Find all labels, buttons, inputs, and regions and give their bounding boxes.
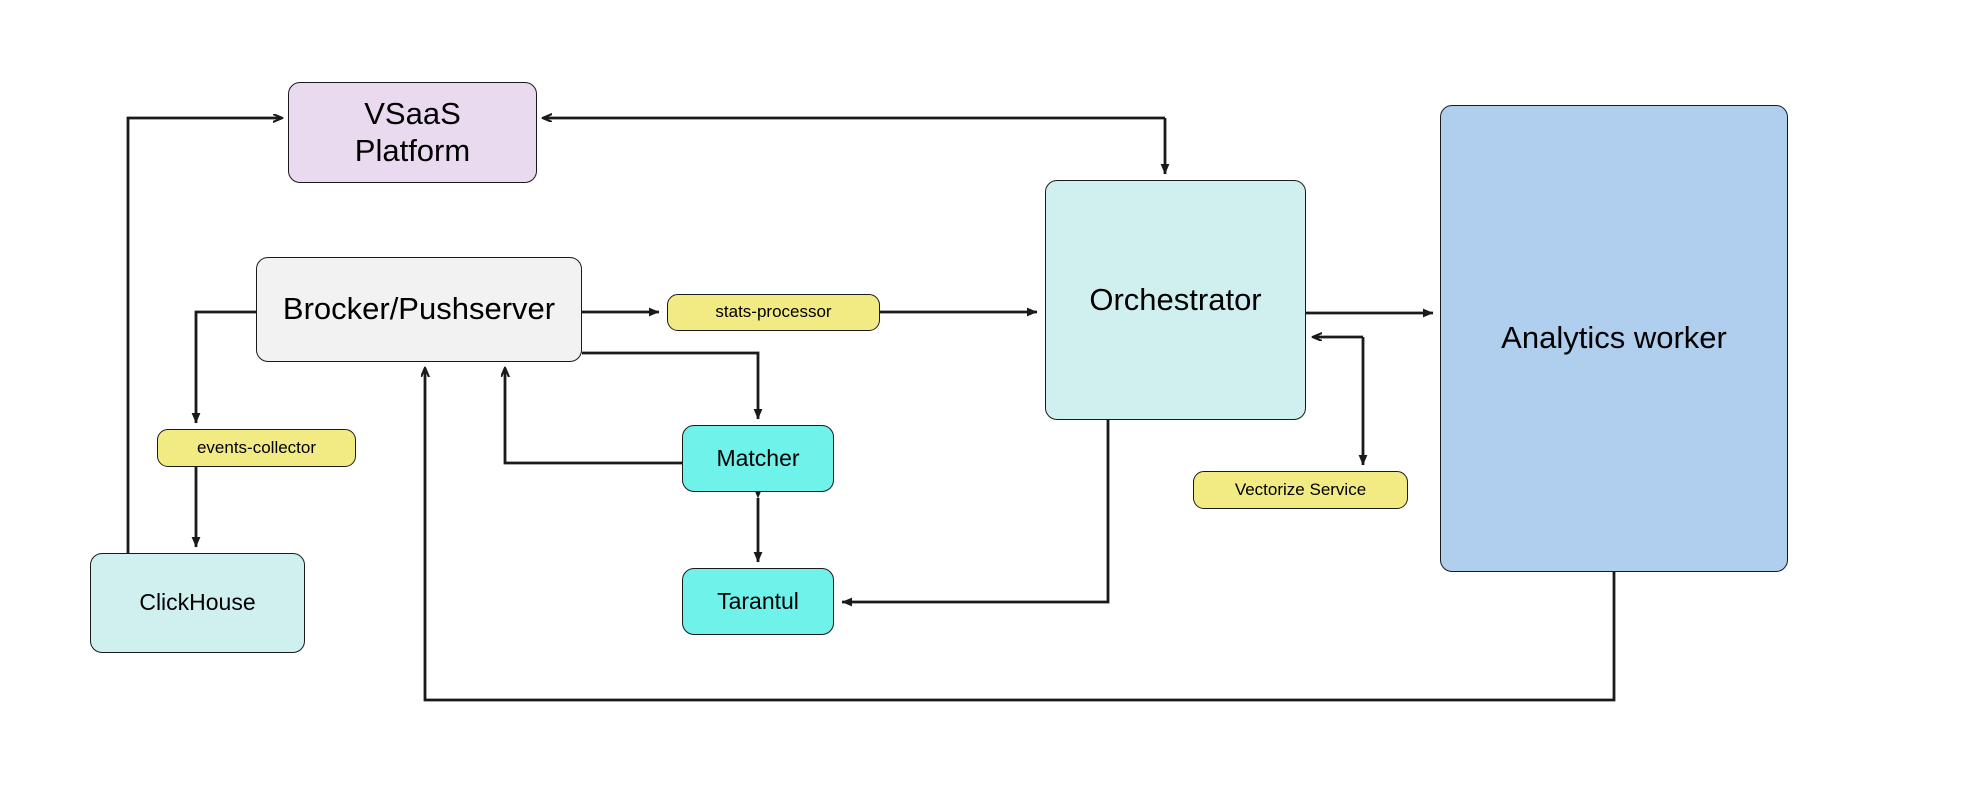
node-label-stats-processor: stats-processor — [715, 302, 832, 322]
node-label-analytics-worker: Analytics worker — [1501, 320, 1727, 356]
node-brocker-pushserver[interactable]: Brocker/Pushserver — [256, 257, 582, 362]
edge-matcher-to-brocker — [505, 368, 682, 465]
edge-brocker-to-matcher — [582, 351, 763, 420]
node-stats-processor[interactable]: stats-processor — [667, 294, 880, 331]
edge-brocker-to-events-collector — [191, 310, 256, 424]
node-vectorize-service[interactable]: Vectorize Service — [1193, 471, 1408, 509]
node-label-vectorize-service: Vectorize Service — [1234, 479, 1367, 499]
node-clickhouse[interactable]: ClickHouse — [90, 553, 305, 653]
node-matcher[interactable]: Matcher — [682, 425, 834, 492]
node-label-tarantul: Tarantul — [717, 587, 799, 614]
node-tarantul[interactable]: Tarantul — [682, 568, 834, 635]
node-label-orchestrator: Orchestrator — [1089, 281, 1262, 317]
node-label-brocker-pushserver: Brocker/Pushserver — [282, 291, 556, 327]
node-label-clickhouse: ClickHouse — [139, 589, 256, 616]
node-label-events-collector: events-collector — [196, 437, 317, 457]
node-orchestrator[interactable]: Orchestrator — [1045, 180, 1306, 420]
edge-orchestrator-to-tarantul — [841, 420, 1110, 607]
node-events-collector[interactable]: events-collector — [157, 429, 356, 467]
node-label-matcher: Matcher — [716, 444, 800, 471]
node-label-vsaas-platform: VSaaS Platform — [354, 95, 471, 168]
node-vsaas-platform[interactable]: VSaaS Platform — [288, 82, 537, 183]
node-analytics-worker[interactable]: Analytics worker — [1440, 105, 1788, 572]
edge-analytics-worker-to-brocker — [425, 368, 1616, 702]
